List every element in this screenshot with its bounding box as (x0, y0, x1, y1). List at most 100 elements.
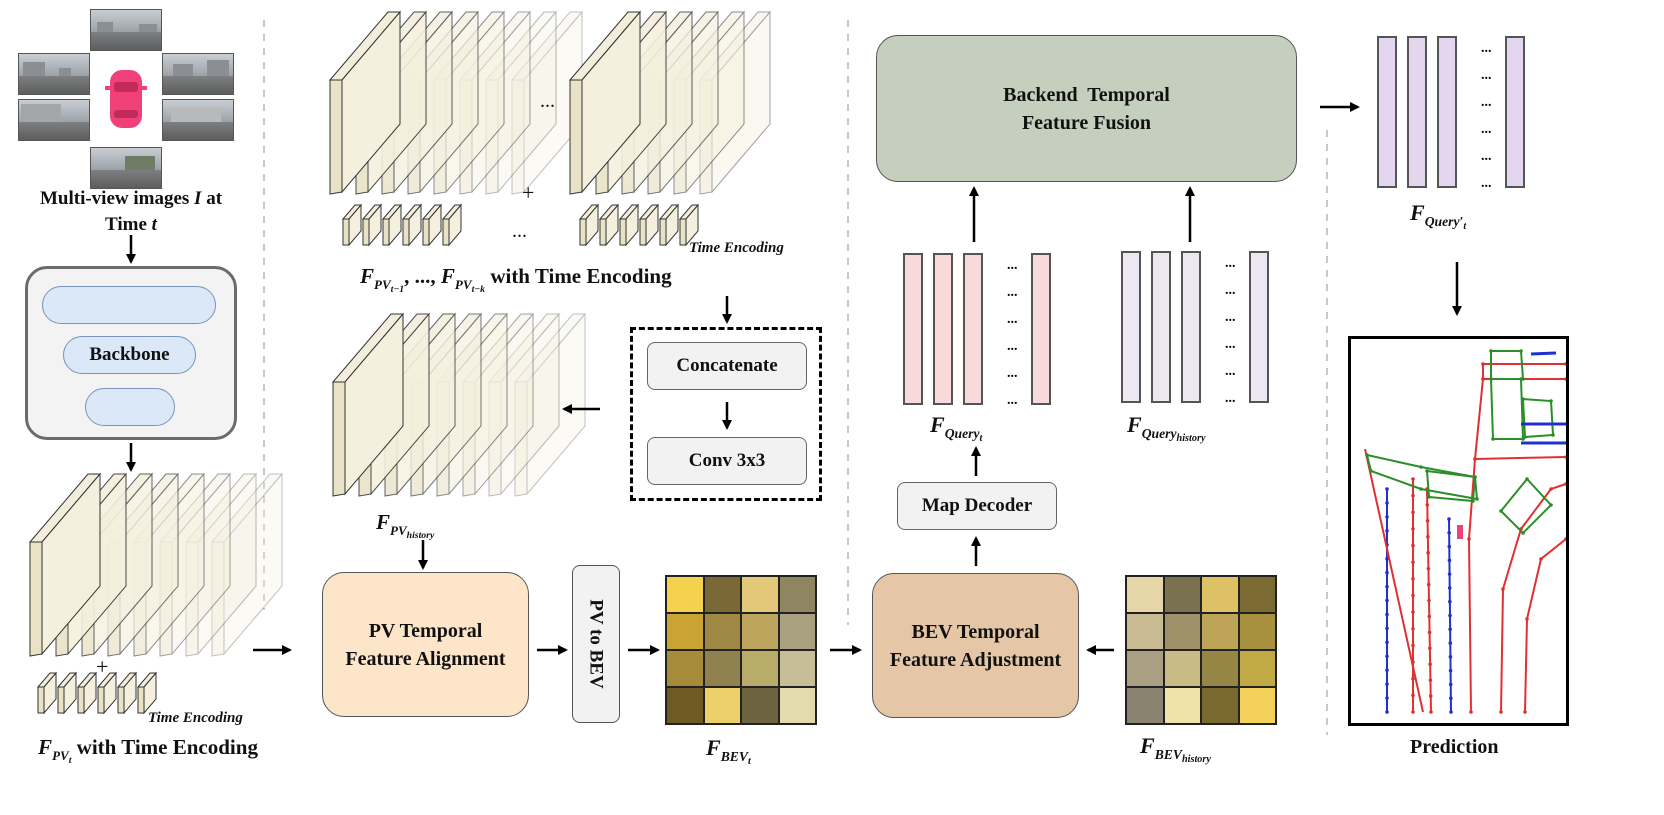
boundary-polygon-vertex (1489, 349, 1493, 353)
boundary-polygon-vertex (1475, 497, 1479, 501)
pv-previous-time-encoding: Time Encoding (689, 240, 784, 256)
pv-prev-time-block-1-side (342, 218, 350, 246)
pedestrian-line-vertex (1449, 710, 1453, 714)
pv-current-time-block-front (63, 671, 77, 715)
divider-line-vertex (1411, 560, 1415, 565)
query-out-dots: ... (1481, 176, 1492, 191)
bev-history-label: FBEVhistory (1140, 733, 1211, 765)
backbone-label: Backbone (63, 336, 196, 374)
pedestrian-line-vertex (1385, 487, 1389, 491)
pedestrian-line-vertex (1385, 696, 1389, 700)
boundary-polygon (1499, 477, 1553, 535)
pv-prev-time-block-1-front (388, 203, 402, 247)
divider-line-vertex (1428, 646, 1432, 651)
divider-line-vertex (1411, 527, 1415, 531)
bev-t-grid (665, 575, 817, 725)
boundary-polygon-vertex (1425, 469, 1429, 473)
pv-prev-time-block-1-side (362, 218, 370, 246)
camera-front-left (18, 53, 90, 95)
camera-front (90, 9, 162, 51)
pv-current-main: F (38, 735, 53, 759)
pv-prev-map-2-front (581, 10, 641, 194)
pv-prev-time-block-2-side (659, 218, 667, 246)
bev-history-main: F (1140, 733, 1155, 758)
divider-line-vertex (1549, 487, 1553, 491)
bev-t-cell (778, 613, 816, 650)
query-history-dots: ... (1225, 337, 1236, 352)
input-caption-t: t (151, 214, 157, 235)
backend-line1: Backend Temporal (1003, 83, 1170, 106)
bev-history-cell (1126, 650, 1164, 687)
bev-history-cell (1126, 576, 1164, 613)
boundary-polygon-vertex (1519, 349, 1523, 353)
pv-prev-time-block-2-front (585, 203, 599, 247)
bev-t-cell (741, 687, 779, 724)
pv-prev-time-block-1-front (368, 203, 382, 247)
divider-line-vertex (1428, 678, 1433, 682)
query-out-prime: ′ (1459, 214, 1464, 230)
pedestrian-line-vertex (1385, 682, 1389, 686)
divider-line-vertex (1411, 626, 1415, 631)
divider-line-vertex (1425, 503, 1430, 507)
query-history-dots: ... (1225, 283, 1236, 298)
bev-history-cell (1201, 687, 1239, 724)
pv-current-map-front (197, 472, 257, 656)
boundary-polygon-vertex (1489, 377, 1493, 381)
bev-t-main: F (706, 735, 721, 760)
query-t-sub: Query (944, 426, 980, 442)
pv-current-time-encoding: Time Encoding (148, 710, 243, 726)
divider-line-vertex (1525, 617, 1529, 621)
divider-line (1474, 456, 1566, 460)
camera-back-right (162, 99, 234, 141)
query-t-column (1031, 253, 1051, 405)
pv-previous-plus: + (522, 180, 535, 205)
bev-history-cell (1238, 687, 1276, 724)
pedestrian-line-vertex (1385, 612, 1389, 617)
pv-current-subsub: t (68, 754, 72, 766)
pedestrian-line-vertex (1447, 517, 1451, 521)
pv-history-main: F (376, 510, 391, 534)
bev-history-subsub: history (1181, 754, 1211, 766)
query-out-sub-wrap: Query′t (1424, 214, 1467, 232)
bev-history-cell (1163, 576, 1201, 613)
pedestrian-line-vertex (1385, 570, 1389, 575)
query-history-subsub: history (1176, 433, 1206, 445)
ego-car-mirror (141, 86, 147, 90)
pedestrian-line-vertex (1448, 599, 1452, 604)
divider-line-vertex (1427, 614, 1432, 619)
pv-current-time-block-front (143, 671, 157, 715)
boundary-polygon-vertex (1523, 435, 1527, 439)
pv-prev-time-block-1-front (428, 203, 442, 247)
pv-prev-sub2-wrap: PVt−k (455, 277, 485, 295)
pv-prev-time-block-1 (361, 203, 383, 247)
bev-history-grid (1125, 575, 1277, 725)
pv-current-map-front (223, 472, 283, 656)
pv-prev-time-block-2-side (679, 218, 687, 246)
divider-line (1467, 378, 1566, 713)
bev-history-cell (1163, 650, 1201, 687)
concatenate-box: Concatenate (647, 342, 807, 390)
divider-line-vertex (1411, 710, 1415, 714)
query-out-dots: ... (1481, 149, 1492, 164)
query-history-column (1151, 251, 1171, 403)
pv-current-map (28, 472, 102, 657)
prediction-map (1364, 349, 1566, 714)
query-t-column (903, 253, 923, 405)
bev-history-cell (1126, 687, 1164, 724)
query-out-sub: Query (1424, 214, 1460, 230)
bev-history-cell (1163, 687, 1201, 724)
divider-line-vertex (1411, 510, 1415, 515)
boundary-polygon-vertex (1519, 377, 1523, 381)
divider-line-vertex (1411, 676, 1415, 681)
pv-prev-main1: F (360, 264, 375, 288)
pedestrian-line-vertex (1385, 710, 1389, 714)
pedestrian-line-vertex (1385, 626, 1389, 631)
pv-current-time-block-side (77, 686, 85, 714)
bev-history-cell (1126, 613, 1164, 650)
query-history-sub: Query (1141, 426, 1177, 442)
pv-current-time-block-front (83, 671, 97, 715)
divider-line-vertex (1564, 537, 1566, 541)
pv-history-label: FPVhistory (376, 510, 434, 541)
query-history-main: F (1127, 412, 1142, 437)
